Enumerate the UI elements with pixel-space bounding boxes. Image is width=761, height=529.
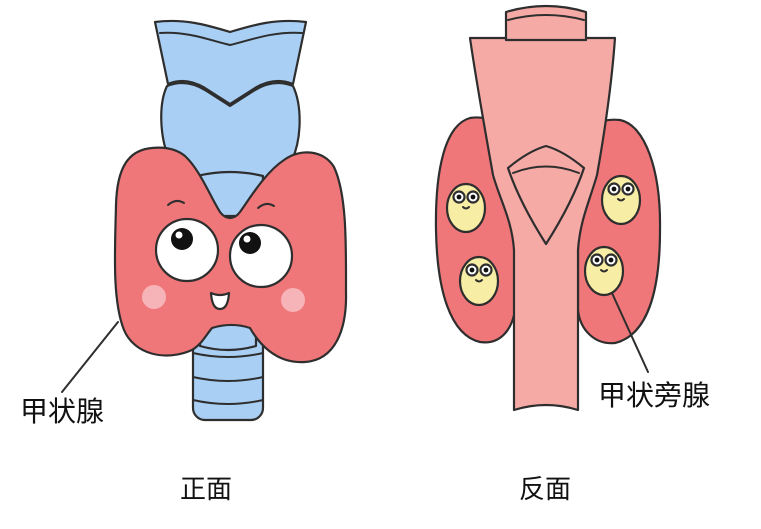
- parathyroid-gland-lower-right: [583, 245, 625, 297]
- parathyroid-pupil: [608, 257, 614, 263]
- thyroid-face: [142, 199, 305, 312]
- left-cheek: [142, 285, 166, 309]
- back-cricoid-shape: [506, 144, 586, 246]
- parathyroid-pupil: [456, 194, 462, 200]
- left-eyebrow: [167, 199, 185, 206]
- parathyroid-pupil: [470, 194, 476, 200]
- back-trachea-top: [504, 4, 588, 42]
- parathyroid-pupil: [594, 257, 600, 263]
- back-view-caption: 反面: [519, 475, 571, 505]
- parathyroid-gland-upper-right: [600, 174, 642, 226]
- right-eyebrow: [257, 202, 275, 209]
- parathyroid-gland-lower-left: [458, 255, 500, 307]
- trachea-ring-line: [192, 352, 264, 358]
- parathyroid-pointer-line: [611, 292, 649, 373]
- front-thyroid-cartilage: [153, 19, 308, 106]
- right-cheek: [281, 288, 305, 312]
- parathyroid-pupil: [483, 267, 489, 273]
- parathyroid-label: 甲状旁腺: [598, 379, 710, 412]
- left-pupil: [171, 228, 193, 250]
- parathyroid-pupil: [469, 267, 475, 273]
- parathyroid-pupil: [611, 186, 617, 192]
- parathyroid-mouth: [600, 269, 608, 273]
- cartilage-rim-line: [159, 31, 303, 46]
- thyroid-pointer-line: [61, 321, 119, 393]
- parathyroid-mouth: [617, 198, 625, 202]
- left-eye-highlight: [175, 231, 183, 239]
- trachea-ring-line: [192, 399, 264, 405]
- trachea-ring-line: [192, 376, 264, 382]
- front-view: 甲状腺 正面: [20, 19, 348, 505]
- thyroid-label: 甲状腺: [20, 395, 104, 428]
- right-eye: [228, 223, 294, 289]
- back-view: 甲状旁腺 反面: [434, 4, 710, 505]
- parathyroid-gland-upper-left: [445, 182, 487, 234]
- front-view-caption: 正面: [180, 475, 232, 505]
- parathyroid-mouth: [462, 206, 470, 210]
- back-cricoid-line: [512, 165, 580, 174]
- left-eye: [154, 217, 220, 283]
- right-pupil: [239, 232, 261, 254]
- parathyroid-pupil: [625, 186, 631, 192]
- right-eye-highlight: [243, 235, 251, 243]
- back-trachea-top-rim: [507, 14, 585, 21]
- parathyroid-mouth: [475, 279, 483, 283]
- mouth: [209, 291, 231, 311]
